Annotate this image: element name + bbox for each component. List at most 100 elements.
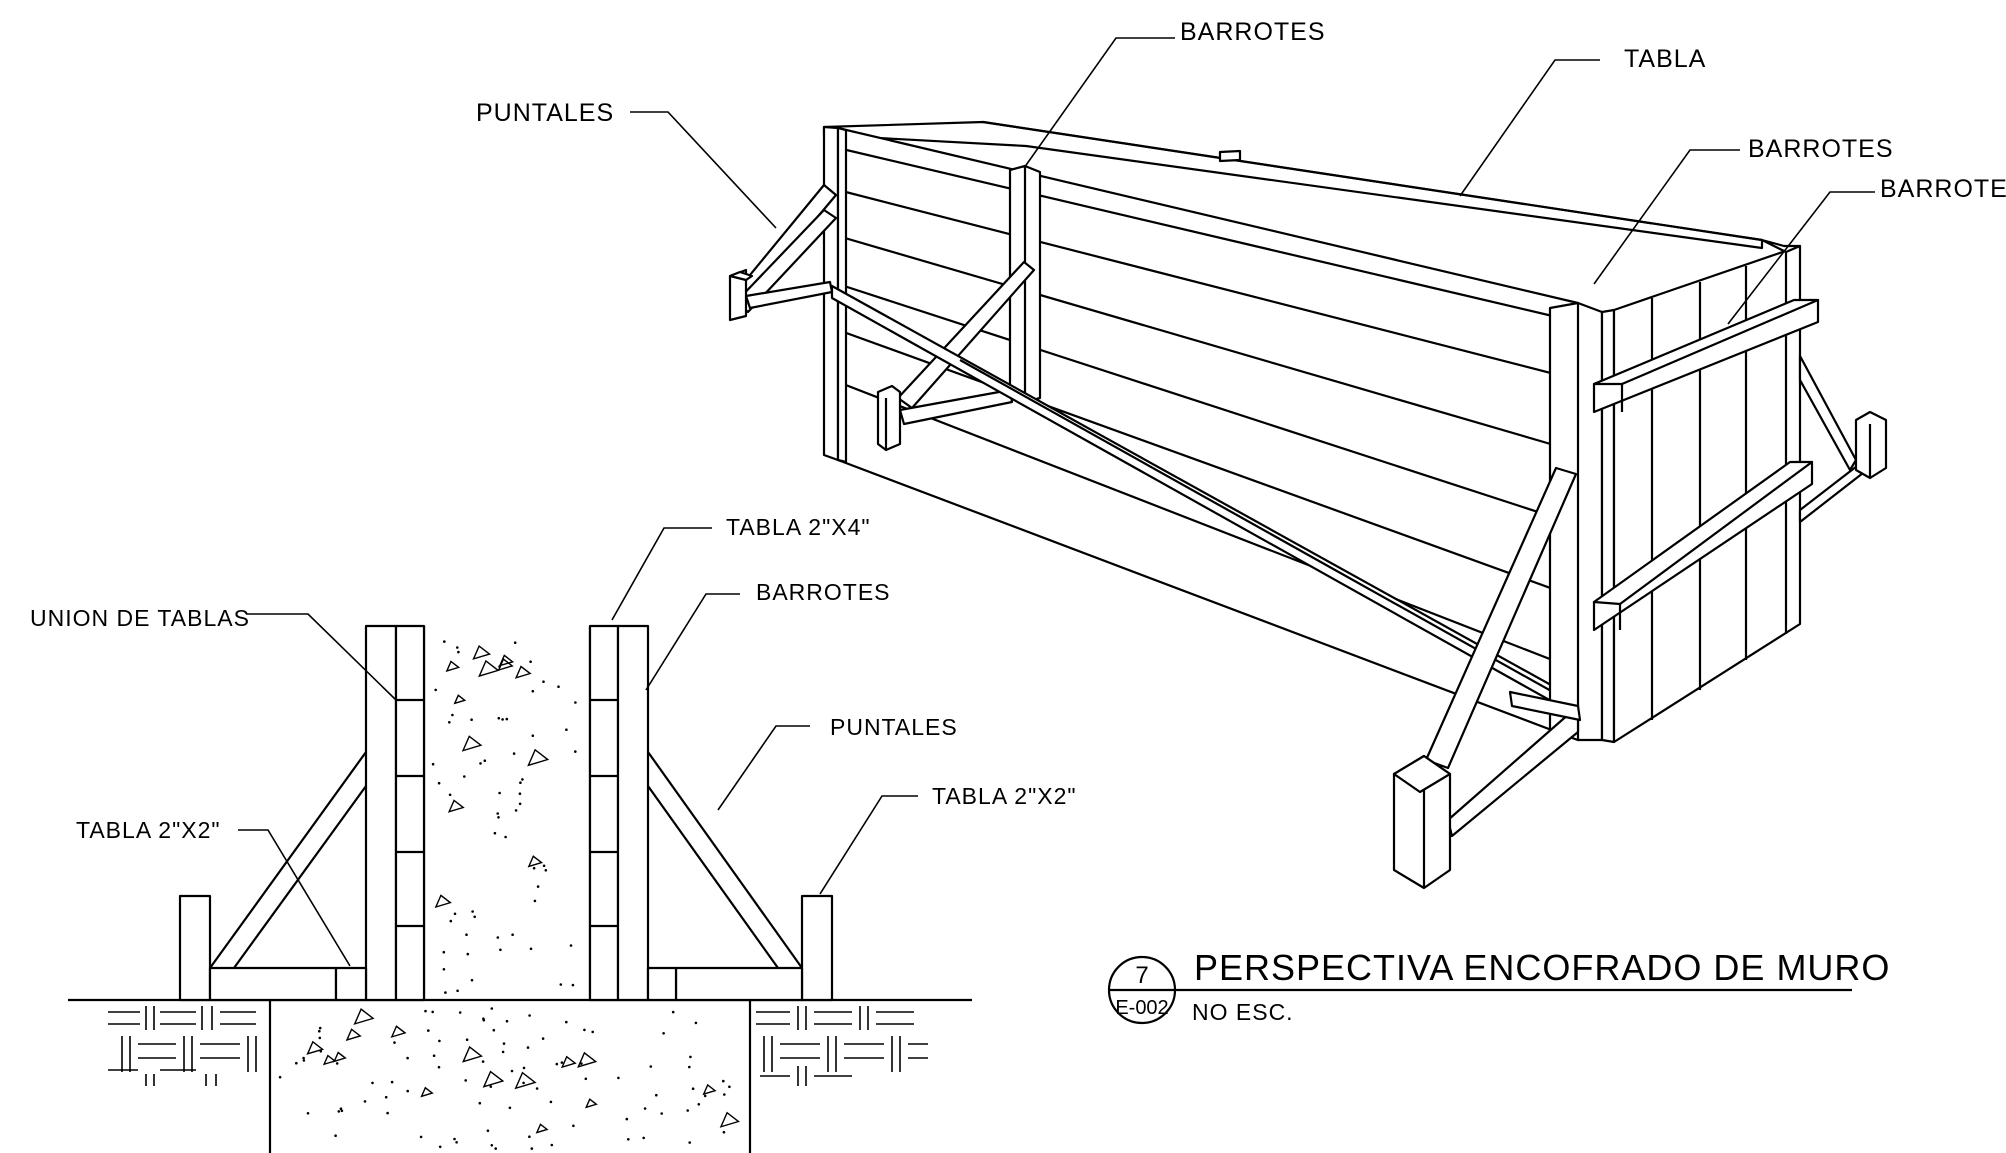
concrete-dot [565,728,568,731]
concrete-aggregate [514,665,532,679]
concrete-dot [544,869,548,872]
concrete-aggregate [498,654,515,667]
concrete-dot [569,944,573,947]
concrete-dot [451,713,454,717]
concrete-dot [497,816,500,819]
concrete-aggregate [577,1051,598,1068]
concrete-dot [478,1101,482,1105]
concrete-dot [456,646,459,649]
label-barrotes-right: BARROTES [1748,135,1894,163]
concrete-dot [498,791,501,795]
concrete-dot [448,721,451,724]
concrete-dot [559,983,563,986]
concrete-dot [455,1141,458,1144]
concrete-dot [518,802,522,806]
concrete-dot [390,1080,394,1084]
concrete-dot [560,1061,564,1064]
concrete-dot [504,835,507,839]
concrete-dot [470,718,473,721]
concrete-dot [697,1103,701,1106]
concrete-dot [371,1081,374,1085]
concrete-dot [393,1041,396,1044]
concrete-dot [340,1109,344,1113]
concrete-dot [529,947,533,951]
concrete-dot [431,1010,435,1014]
concrete-dot [406,1056,409,1060]
concrete-dot [689,1055,692,1059]
concrete-dot [660,1112,663,1115]
concrete-dot [449,919,453,923]
concrete-dot [694,1021,698,1025]
concrete-dot [384,1095,388,1099]
concrete-dot [406,1089,410,1093]
concrete-dot [521,778,524,781]
label-tabla-2x2-right: TABLA 2"X2" [932,783,1077,809]
concrete-dot [688,1065,691,1069]
concrete-dot [465,1038,469,1041]
concrete-aggregate [560,1055,577,1069]
concrete-dot [463,775,466,778]
concrete-dot [318,1026,322,1030]
concrete-dot [533,899,537,903]
concrete-aggregate [719,1111,740,1128]
detail-number: 7 [1135,962,1148,989]
concrete-aggregate [345,1028,362,1042]
concrete-dot [457,650,460,654]
concrete-dot [531,689,535,693]
concrete-dot [453,1137,456,1141]
label-barrotes-section: BARROTES [756,579,891,605]
concrete-dot [522,1081,525,1085]
concrete-dot [518,792,522,795]
label-tabla: TABLA [1624,45,1706,73]
concrete-dot [542,864,546,868]
concrete-dot [722,1130,726,1134]
perspective-formwork [630,37,1888,890]
concrete-dot [529,660,532,663]
concrete-dot [470,978,474,982]
concrete-dot [481,1060,485,1063]
concrete-dot [442,968,446,971]
concrete-dot [508,1106,512,1110]
concrete-dot [496,812,500,815]
concrete-dot [703,1094,707,1098]
concrete-dot [574,750,577,753]
concrete-dot [691,1087,695,1090]
concrete-dot [466,952,470,956]
concrete-dot [513,641,517,644]
concrete-dot [671,1010,675,1014]
concrete-dot [722,1079,725,1083]
concrete-dot [502,1042,506,1045]
concrete-dot [662,1032,665,1035]
concrete-dot [499,948,502,952]
concrete-dot [482,1018,486,1022]
concrete-dot [432,1054,436,1057]
concrete-dot [490,1007,494,1010]
concrete-dot [437,781,441,785]
concrete-aggregate [461,735,483,752]
concrete-dot [505,1019,509,1023]
concrete-dot [302,1059,306,1062]
concrete-dot [458,1011,462,1014]
concrete-dot [306,1112,310,1115]
concrete-dot [519,781,522,784]
concrete-dot [510,1069,514,1073]
concrete-dot [649,1065,653,1068]
concrete-dot [511,933,514,936]
concrete-dot [571,983,575,987]
concrete-dot [431,762,435,766]
concrete-dot [493,831,497,835]
concrete-dot [526,1046,530,1049]
title-block [1107,955,1852,1025]
concrete-dot [438,1145,442,1149]
concrete-aggregate [584,1098,598,1109]
concrete-aggregate [702,1083,717,1096]
label-tabla-2x2-left: TABLA 2"X2" [76,817,221,843]
concrete-dot [434,688,438,692]
concrete-dot [438,1039,441,1043]
label-puntales: PUNTALES [476,99,614,127]
concrete-dot [465,933,468,936]
concrete-aggregate [472,644,492,660]
concrete-dot [497,716,501,720]
concrete-dot [514,809,518,812]
